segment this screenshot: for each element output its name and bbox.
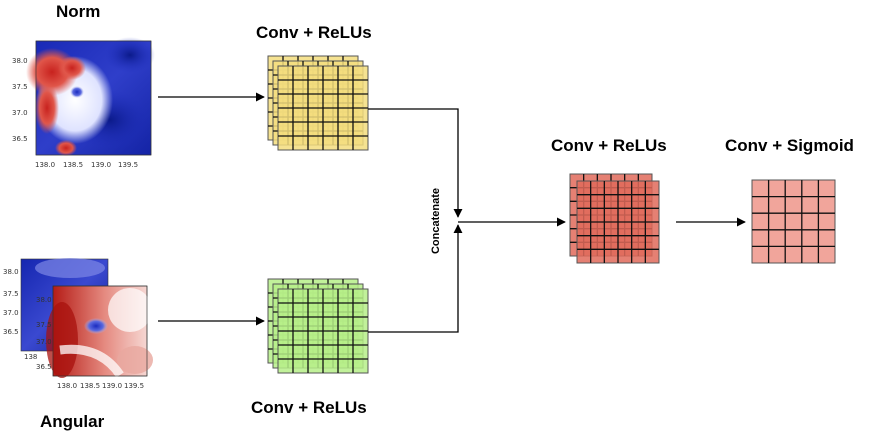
angular-front-heatmap xyxy=(46,285,153,378)
mid-conv-label: Conv + ReLUs xyxy=(551,136,667,155)
norm-ytick: 37.5 xyxy=(12,83,28,91)
top-conv-stack xyxy=(267,55,369,151)
norm-xtick: 139.5 xyxy=(118,161,138,169)
angular-xtick: 138.0 xyxy=(57,382,77,390)
connectors xyxy=(158,92,746,333)
norm-xtick: 139.0 xyxy=(91,161,111,169)
norm-ytick: 37.0 xyxy=(12,109,28,117)
top-conv-stack-layer xyxy=(277,65,369,151)
norm-ytick: 38.0 xyxy=(12,57,28,65)
norm-axis-ticks: 38.0 37.5 37.0 36.5 138.0 138.5 139.0 13… xyxy=(12,57,138,169)
angular-back-ytick: 38.0 xyxy=(3,268,19,276)
feature-map-stacks xyxy=(267,55,836,374)
angular-ytick: 37.0 xyxy=(36,338,52,346)
top-merge-arrow xyxy=(368,108,463,218)
angular-ytick: 36.5 xyxy=(36,363,52,371)
angular-xtick: 139.0 xyxy=(102,382,122,390)
angular-ytick: 38.0 xyxy=(36,296,52,304)
angular-xtick: 139.5 xyxy=(124,382,144,390)
norm-xtick: 138.5 xyxy=(63,161,83,169)
norm-title: Norm xyxy=(56,2,101,21)
angular-back-ytick: 37.0 xyxy=(3,309,19,317)
angular-front-ticks: 38.0 37.5 37.0 36.5 138.0 138.5 139.0 13… xyxy=(36,296,144,390)
concatenate-label: Concatenate xyxy=(430,187,442,255)
mid-conv-stack xyxy=(569,173,660,264)
angular-back-ytick: 36.5 xyxy=(3,328,19,336)
angular-back-ticks: 38.0 37.5 37.0 36.5 138 xyxy=(3,268,37,361)
angular-back-xtick: 138 xyxy=(24,353,37,361)
angular-xtick: 138.5 xyxy=(80,382,100,390)
bottom-conv-label: Conv + ReLUs xyxy=(251,398,367,417)
norm-heatmap xyxy=(26,37,155,156)
final-conv-block-layer xyxy=(751,179,836,264)
mid-conv-stack-layer xyxy=(576,180,660,264)
angular-title: Angular xyxy=(40,412,105,431)
angular-ytick: 37.5 xyxy=(36,321,52,329)
bottom-conv-stack-layer xyxy=(277,288,369,374)
top-conv-label: Conv + ReLUs xyxy=(256,23,372,42)
norm-ytick: 36.5 xyxy=(12,135,28,143)
final-conv-label: Conv + Sigmoid xyxy=(725,136,854,155)
final-conv-block xyxy=(751,179,836,264)
bottom-conv-stack xyxy=(267,278,369,374)
norm-xtick: 138.0 xyxy=(35,161,55,169)
bottom-merge-arrow xyxy=(368,224,463,333)
angular-back-ytick: 37.5 xyxy=(3,290,19,298)
